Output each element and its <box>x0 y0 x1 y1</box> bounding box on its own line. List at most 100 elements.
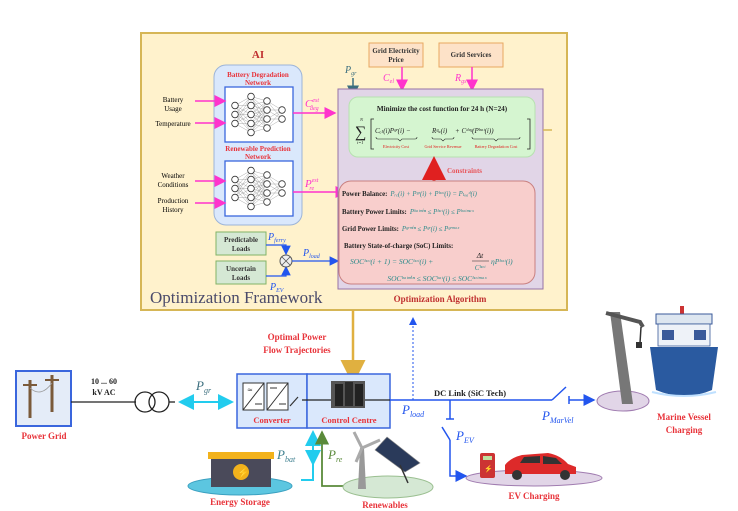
server-icon <box>331 381 365 408</box>
charging-crane-icon <box>605 311 645 404</box>
nn-node <box>263 180 271 188</box>
sum-symbol: ∑ <box>355 124 366 141</box>
predictable-loads-2: Loads <box>232 245 251 253</box>
battery-neural-network-icon <box>224 86 294 143</box>
nn-edge <box>250 109 268 133</box>
nn-edge <box>266 109 283 129</box>
nn-node <box>263 115 271 123</box>
nn-node <box>247 101 255 110</box>
renewable-network-title-1: Renewable Prediction <box>225 145 290 153</box>
renewable-neural-network-icon <box>224 160 294 217</box>
soc-frac-num: Δt <box>476 251 484 260</box>
nn-node <box>247 166 255 175</box>
nn-node <box>278 106 286 114</box>
constraints-label: Constraints <box>447 167 482 175</box>
label-battery-degradation-cost: Battery Degradation Cost <box>475 144 519 149</box>
nn-edge <box>250 174 268 207</box>
renewables-platform <box>342 475 434 499</box>
term-electricity: Cₑₗ(i)Pᵍʳ(i) − <box>375 127 411 135</box>
nn-node <box>278 189 286 197</box>
solar-panel-icon <box>374 436 421 484</box>
ev-charging-label: EV Charging <box>508 491 560 501</box>
grid-services-label: Grid Services <box>451 51 492 59</box>
battery-network-title-1: Battery Degradation <box>227 71 289 79</box>
optimal-flow-label-2: Flow Trajectories <box>263 345 331 355</box>
pev-label: PEV <box>455 428 475 445</box>
renewables-label: Renewables <box>362 500 408 510</box>
arrow-pev-load <box>266 265 291 277</box>
arrow-pferry <box>266 244 291 256</box>
nn-node <box>247 110 255 119</box>
battery-icon: ⚡ <box>208 452 274 487</box>
uncertain-loads-2: Loads <box>232 274 251 282</box>
nn-frame <box>224 160 294 217</box>
optimal-flow-label-1: Optimal Power <box>268 332 327 342</box>
control-centre-label: Control Centre <box>321 415 376 425</box>
voltage-label-2: kV AC <box>92 388 115 397</box>
nn-node <box>247 202 255 211</box>
algorithm-title: Optimization Algorithm <box>394 294 487 304</box>
nn-node <box>247 175 255 184</box>
uncertain-loads-box <box>215 260 267 285</box>
underbrace-1 <box>375 136 418 142</box>
nn-node <box>263 124 271 132</box>
wind-turbine-icon <box>352 431 381 489</box>
charging-station-icon: ⚡ <box>480 453 495 478</box>
nn-node <box>263 97 271 105</box>
soc-equation-right: ηPᵇᵃᵗ(i) <box>491 257 513 266</box>
pmarvel-label: PMarVel <box>541 408 574 425</box>
pload-label: Pload <box>401 402 425 419</box>
pload-label-framework: Pload <box>302 248 321 260</box>
underbrace-2 <box>431 136 455 142</box>
marine-switch <box>551 386 567 401</box>
nn-edge <box>234 96 252 124</box>
nn-edge <box>234 170 252 189</box>
term-grid-services: Rᵍₛ(i) <box>431 127 448 135</box>
nn-node <box>247 193 255 202</box>
input-weather-2: Conditions <box>158 181 189 189</box>
nn-edge <box>234 96 252 115</box>
grid-price-box <box>368 42 424 68</box>
sum-bottom: i=1 <box>357 140 364 145</box>
grid-price-1: Grid Electricity <box>372 47 420 55</box>
nn-node <box>231 175 239 184</box>
converter-label: Converter <box>253 415 291 425</box>
nn-node <box>231 101 239 110</box>
cost-heading: Minimize the cost function for 24 h (N=2… <box>377 105 508 113</box>
pgr-label: Pgr <box>195 378 212 395</box>
pbat-line <box>301 430 321 481</box>
nn-node <box>247 128 255 137</box>
voltage-label-1: 10 ... 60 <box>91 377 117 386</box>
transformer-icon <box>134 391 170 413</box>
cel-label: Cel <box>383 73 394 85</box>
marine-label-2: Charging <box>666 425 703 435</box>
nn-node <box>263 171 271 179</box>
rgs-label: Rgs <box>454 73 467 85</box>
nn-node <box>263 106 271 114</box>
predictable-loads-box <box>215 231 267 256</box>
svg-text:⚡: ⚡ <box>237 466 249 479</box>
nn-edge <box>266 183 283 203</box>
input-battery-usage-1: Battery <box>163 96 184 104</box>
power-grid-label: Power Grid <box>21 431 66 441</box>
nn-node <box>278 115 286 123</box>
grid-services-box <box>438 42 504 68</box>
energy-storage-label: Energy Storage <box>210 497 270 507</box>
uncertain-loads-1: Uncertain <box>226 265 256 273</box>
nn-node <box>263 198 271 206</box>
nn-node <box>231 119 239 128</box>
nn-node <box>231 110 239 119</box>
nn-node <box>247 184 255 193</box>
nn-node <box>263 189 271 197</box>
soc-frac-den: Cᵇᵃᵗ <box>475 264 486 272</box>
ai-label: AI <box>252 49 264 61</box>
input-weather-1: Weather <box>161 172 185 180</box>
svg-text:≈: ≈ <box>247 386 253 394</box>
sum-top: N <box>359 117 364 122</box>
nn-node <box>231 193 239 202</box>
cruise-ship-icon <box>650 306 718 397</box>
nn-edge <box>250 174 268 198</box>
